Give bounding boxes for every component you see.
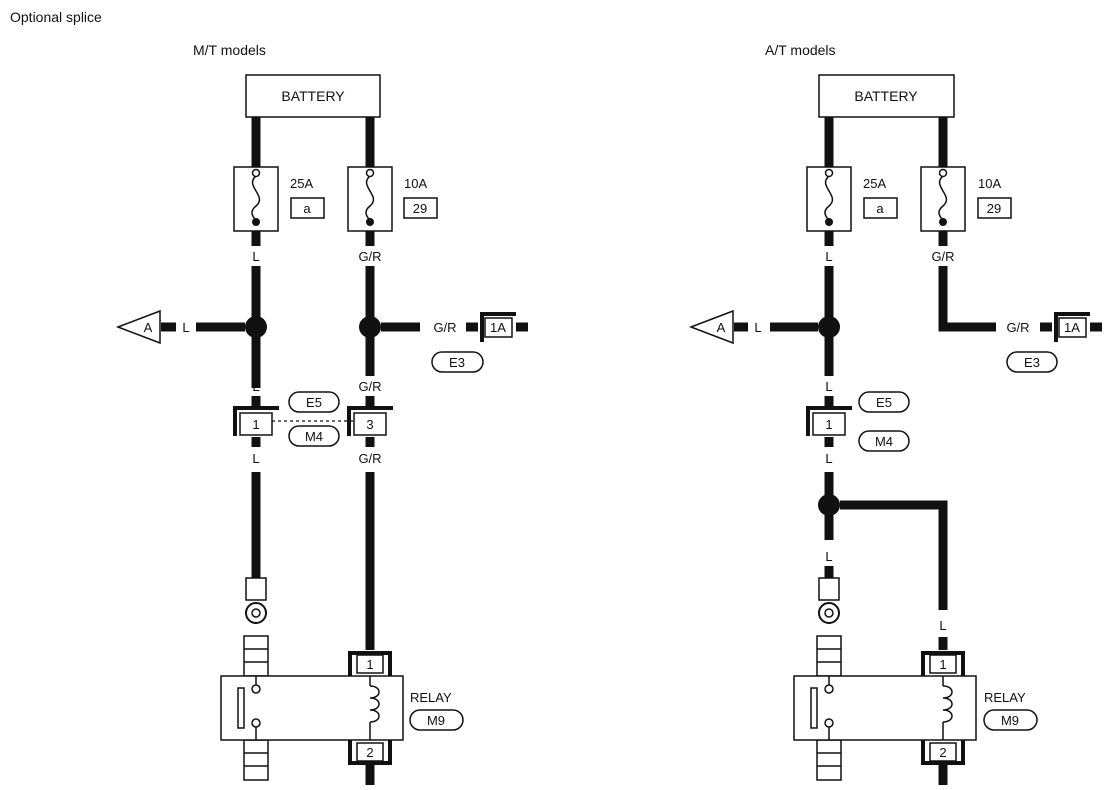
- mt-connector-right: [347, 406, 393, 436]
- at-relay-label: RELAY: [984, 690, 1026, 705]
- mt-branch-right-wire-label: G/R: [433, 320, 456, 335]
- mt-branch-right-ref: E3: [449, 355, 465, 370]
- at-wire-left-top-label: L: [825, 249, 832, 264]
- mt-connector-left-pin: 1: [252, 417, 259, 432]
- at-branch-right-connector: 1A: [1064, 320, 1080, 335]
- mt-title: M/T models: [193, 42, 266, 58]
- at-wire-relay-label: L: [939, 618, 946, 633]
- at-ground-terminal: [818, 577, 840, 624]
- at-fuse-right-id: 29: [987, 201, 1001, 216]
- mt-relay-ref-box: [409, 709, 464, 731]
- at-fuse-right: [920, 166, 966, 232]
- mt-wire-right-mid-label: G/R: [358, 379, 381, 394]
- mt-connector-right-pin: 3: [366, 417, 373, 432]
- at-relay-pin-bottom: 2: [939, 745, 946, 760]
- at-battery-label: BATTERY: [854, 88, 918, 104]
- mt-wire-right-low-label: G/R: [358, 451, 381, 466]
- at-connector-left: [806, 406, 852, 436]
- mt-branch-left-wire-label: L: [182, 320, 189, 335]
- mt-fuse-left: [233, 166, 279, 232]
- mt-ground-terminal: [245, 577, 267, 624]
- at-fuse-left: [806, 166, 852, 232]
- at-wire-relay-feed: [840, 500, 948, 610]
- mt-diagram: M/T models BATTERY 25A a 10A 29 L: [115, 42, 528, 785]
- at-fuse-right-rating: 10A: [978, 176, 1001, 191]
- mt-fuse-left-rating: 25A: [290, 176, 313, 191]
- mt-branch-right-connector-shape: [480, 312, 516, 342]
- at-relay-ref-box: [983, 709, 1038, 731]
- at-branch-right-ref: E3: [1024, 355, 1040, 370]
- at-wire-right-top-label: G/R: [931, 249, 954, 264]
- at-branch-right-ref-box: [1006, 351, 1058, 373]
- at-branch-right-wire-label: G/R: [1006, 320, 1029, 335]
- at-splice-lower: [818, 494, 840, 516]
- at-relay-pin-top: 1: [939, 657, 946, 672]
- at-wire-ground-label: L: [825, 549, 832, 564]
- mt-connector-ref-top-box: [288, 391, 340, 413]
- at-fuse-left-id: a: [876, 201, 884, 216]
- mt-relay-pin-bottom: 2: [366, 745, 373, 760]
- mt-splice-right: [359, 316, 381, 338]
- mt-fuse-right-id-box: [403, 197, 438, 219]
- at-wire-left-low-label: L: [825, 451, 832, 466]
- mt-splice-left: [245, 316, 267, 338]
- page-title: Optional splice: [10, 9, 102, 25]
- at-connector-ref-top-box: [858, 391, 910, 413]
- mt-wire-left-mid-label: L: [252, 379, 259, 394]
- mt-relay-ref: M9: [427, 713, 445, 728]
- mt-connector-left: [233, 406, 279, 436]
- mt-wire-left-top-label: L: [252, 249, 259, 264]
- at-fuse-left-rating: 25A: [863, 176, 886, 191]
- mt-relay-label: RELAY: [410, 690, 452, 705]
- at-branch-left-arrow: [688, 309, 734, 345]
- mt-branch-right-ref-box: [431, 351, 484, 373]
- mt-branch-left-arrow: [115, 309, 161, 345]
- mt-relay: [220, 635, 404, 785]
- at-fuse-left-id-box: [863, 197, 898, 219]
- at-connector-ref-bottom-box: [858, 430, 910, 452]
- mt-connector-ref-top: E5: [306, 395, 322, 410]
- at-wire-left-mid-label: L: [825, 379, 832, 394]
- mt-fuse-left-id: a: [303, 201, 311, 216]
- at-branch-left-connector: A: [717, 320, 726, 335]
- at-connector-ref-bottom: M4: [875, 434, 893, 449]
- at-relay: [793, 635, 977, 785]
- mt-connector-ref-bottom-box: [288, 425, 340, 447]
- mt-wire-left-low-label: L: [252, 451, 259, 466]
- mt-wire-right-top-label: G/R: [358, 249, 381, 264]
- at-connector-left-pin: 1: [825, 417, 832, 432]
- mt-fuse-right-rating: 10A: [404, 176, 427, 191]
- mt-fuse-left-id-box: [290, 197, 325, 219]
- at-splice-left: [818, 316, 840, 338]
- mt-fuse-right-id: 29: [413, 201, 427, 216]
- at-battery-box: [818, 74, 955, 118]
- at-branch-right-connector-shape: [1054, 312, 1090, 342]
- mt-battery-box: [245, 74, 381, 118]
- mt-branch-right-connector: 1A: [490, 320, 506, 335]
- mt-relay-pin-top: 1: [366, 657, 373, 672]
- at-title: A/T models: [765, 42, 836, 58]
- at-diagram: A/T models BATTERY 25A a 10A 29 L G/R G/…: [688, 42, 1102, 785]
- at-connector-ref-top: E5: [876, 395, 892, 410]
- at-relay-ref: M9: [1001, 713, 1019, 728]
- at-branch-left-wire-label: L: [754, 320, 761, 335]
- at-fuse-right-id-box: [977, 197, 1012, 219]
- mt-battery-label: BATTERY: [281, 88, 345, 104]
- mt-branch-left-connector: A: [144, 320, 153, 335]
- mt-connector-ref-bottom: M4: [305, 429, 323, 444]
- mt-fuse-right: [347, 166, 393, 232]
- at-wire-right-2: [938, 266, 996, 332]
